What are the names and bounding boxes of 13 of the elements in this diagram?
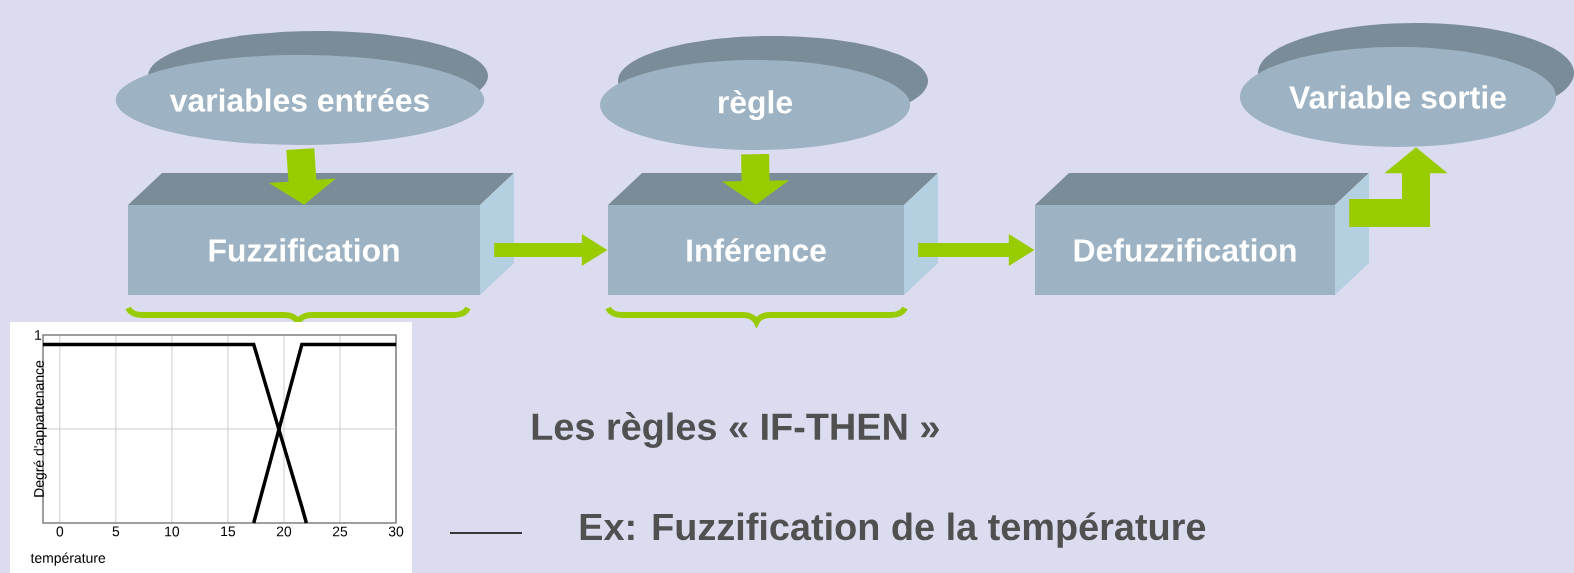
x-tick-label: 15 bbox=[221, 526, 236, 537]
x-tick-label: 25 bbox=[332, 526, 348, 537]
x-tick-label: 20 bbox=[276, 526, 292, 537]
text: 1 bbox=[35, 330, 42, 340]
x-tick-label: 5 bbox=[112, 526, 120, 537]
y-axis-title: Degré d'appartenance bbox=[33, 360, 47, 497]
line-chart: 0 5 10 15 20 25 30 1 température Degré d'appartenance bbox=[10, 322, 412, 573]
text-line: Ex: Fuzzification de la température bbox=[580, 512, 1206, 548]
text-line: Les règles « IF-THEN » bbox=[532, 412, 939, 448]
x-tick-label: 0 bbox=[56, 526, 64, 537]
x-tick-label: 30 bbox=[388, 526, 404, 537]
x-axis-title: température bbox=[30, 552, 106, 566]
x-tick-label: 10 bbox=[165, 526, 180, 537]
